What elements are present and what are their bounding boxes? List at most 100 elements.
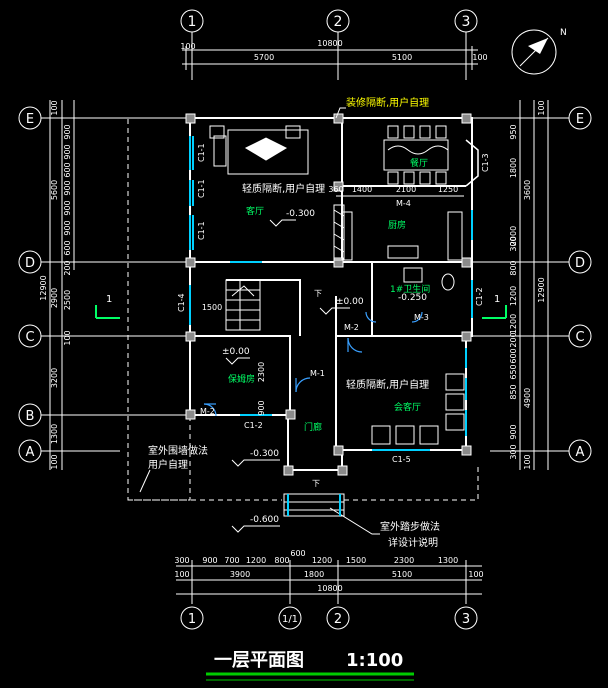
- dim-right-o1: 950: [509, 124, 518, 139]
- dim-right-o3: 3600: [523, 180, 532, 200]
- dim-right-i9: 900: [509, 424, 518, 439]
- yard-wall-front-right: [344, 464, 479, 501]
- leader-step: [329, 507, 380, 535]
- dim-int-4: 1250: [438, 185, 458, 194]
- axis-bottom-3: 3: [462, 612, 470, 627]
- axis-bottom-1: 1: [188, 612, 196, 627]
- note-step-2: 详设计说明: [388, 536, 438, 549]
- dim-left-i1: 900: [63, 124, 72, 139]
- elev-bath: -0.250: [398, 293, 427, 303]
- dim-left-o7: 100: [50, 454, 59, 469]
- dim-right-i6: 600: [509, 348, 518, 363]
- north-arrow-icon: N: [511, 28, 567, 75]
- doors: [203, 311, 423, 417]
- windows: [189, 136, 473, 451]
- drawing-scale: 1:100: [346, 650, 403, 671]
- axis-left-C: C: [25, 330, 34, 345]
- bath-fixtures: [403, 267, 455, 291]
- dim-left-o3: 12900: [39, 275, 48, 300]
- dim-b1-8: 2300: [394, 556, 414, 565]
- dim-right-i1: 300: [509, 236, 518, 251]
- note-light-partition-2: 轻质隔断,用户自理: [346, 378, 429, 391]
- tag-c2: C1-2: [244, 421, 263, 430]
- dim-right-i8: 850: [509, 384, 518, 399]
- axis-top-2: 2: [334, 14, 343, 30]
- dim-right-ext: 100: [537, 100, 546, 115]
- dim-b1-1: 900: [202, 556, 217, 565]
- elev-nanny: ±0.00: [222, 347, 250, 357]
- axis-left-B: B: [26, 409, 35, 424]
- dim-b1-5: 600: [290, 549, 305, 558]
- partition-hatch: [333, 204, 345, 261]
- dim-int-3: 2100: [396, 185, 416, 194]
- dim-top-seg-1: 5700: [254, 53, 274, 62]
- bay-window: [465, 139, 479, 187]
- dim-left-i4: 900: [63, 180, 72, 195]
- dim-b2-3: 5100: [392, 570, 412, 579]
- dim-right-i10: 300: [509, 444, 518, 459]
- section-label-right: 1: [494, 294, 500, 305]
- dim-right-o6: 4900: [523, 388, 532, 408]
- top-axis-bubbles: [180, 9, 478, 80]
- dim-right-o5: 12900: [537, 277, 546, 302]
- title-underline: [206, 672, 414, 681]
- dim-top-right-ext: 100: [472, 53, 487, 62]
- elev-living: -0.300: [286, 209, 315, 219]
- left-dimension-lines: [49, 100, 75, 470]
- axis-left-E: E: [26, 112, 34, 127]
- tag-c1-b: C1-1: [197, 179, 206, 198]
- dim-left-i6: 900: [63, 220, 72, 235]
- dim-left-o4: 2900: [50, 288, 59, 308]
- dim-b1-6: 1200: [312, 556, 332, 565]
- axis-left-A: A: [26, 445, 35, 460]
- dim-int-2: 1400: [352, 185, 372, 194]
- section-label-left: 1: [106, 294, 112, 305]
- dim-left-i8: 200: [63, 260, 72, 275]
- note-step-1: 室外踏步做法: [380, 520, 440, 533]
- tag-m3: M-3: [414, 313, 429, 322]
- sofa-set: [209, 125, 309, 175]
- dim-b1-9: 1300: [438, 556, 458, 565]
- dim-right-i5: 200: [509, 332, 518, 347]
- north-label: N: [560, 28, 567, 38]
- tag-c4: C1-4: [177, 293, 186, 312]
- tag-down: 下: [314, 289, 322, 298]
- room-nanny: 保姆房: [228, 373, 255, 385]
- room-kitchen: 厨房: [388, 219, 406, 231]
- tag-c2-b: C1-2: [475, 287, 484, 306]
- elev-outside: -0.600: [250, 515, 279, 525]
- dining-table: [383, 125, 449, 185]
- tag-c5: C1-5: [392, 455, 411, 464]
- dim-left-i10: 100: [63, 330, 72, 345]
- dim-right-o4: 2000: [509, 226, 518, 246]
- section-mark-left: [95, 305, 120, 319]
- dim-left-i3: 600: [63, 162, 72, 177]
- guest-furniture: [371, 373, 465, 445]
- dim-left-o2: 5600: [50, 180, 59, 200]
- tag-m2: M-2: [200, 407, 215, 416]
- dim-bottom-total: 10800: [317, 584, 342, 593]
- axis-right-C: C: [575, 330, 584, 345]
- axis-left-D: D: [25, 256, 35, 271]
- kitchen-counter: [341, 211, 463, 261]
- tag-down-2: 下: [312, 479, 320, 488]
- dim-int-7: 900: [257, 400, 266, 415]
- dim-left-o1: 100: [50, 100, 59, 115]
- dim-b2-end-r: 100: [468, 570, 483, 579]
- dim-b2-1: 3900: [230, 570, 250, 579]
- note-yard-wall-1: 室外围墙做法: [148, 444, 208, 457]
- tag-c1-a: C1-1: [197, 143, 206, 162]
- dim-b1-7: 1500: [346, 556, 366, 565]
- room-hall: 门廊: [304, 421, 322, 433]
- dim-int-6: 2300: [257, 362, 266, 382]
- leader-deco: [335, 107, 346, 119]
- axis-right-D: D: [575, 256, 585, 271]
- axis-right-A: A: [576, 445, 585, 460]
- tag-m4: M-4: [396, 199, 411, 208]
- structural-columns: [185, 113, 472, 476]
- tag-c1-c: C1-1: [197, 221, 206, 240]
- dim-top-total: 10800: [317, 39, 342, 48]
- dim-left-o6: 1300: [50, 424, 59, 444]
- axis-top-3: 3: [462, 14, 471, 30]
- elev-markers: [225, 219, 350, 533]
